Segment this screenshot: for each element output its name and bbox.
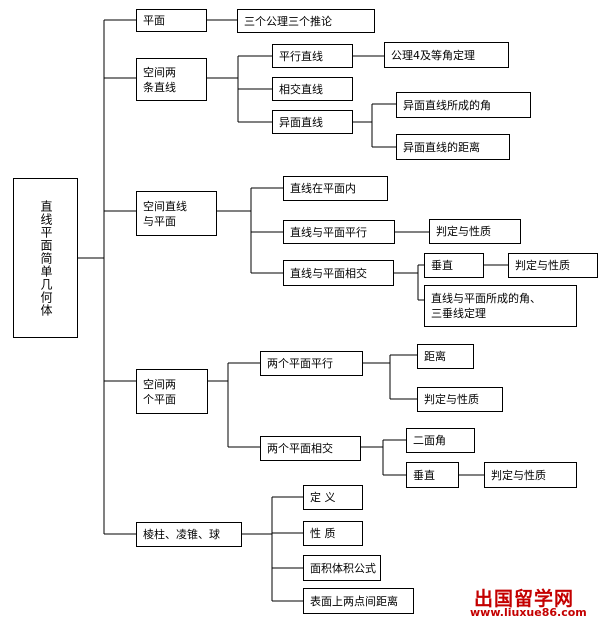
node-two-planes: 空间两 个平面 [136, 369, 208, 414]
node-lpp-criteria: 判定与性质 [429, 219, 521, 244]
node-dihedral-angle: 二面角 [406, 428, 475, 453]
watermark-name: 出国留学网 [473, 588, 574, 610]
root-node: 直线平面简单几何体 [13, 178, 78, 338]
node-surface-distance: 表面上两点间距离 [303, 588, 414, 614]
node-line-in-plane: 直线在平面内 [283, 176, 388, 201]
node-planes-parallel: 两个平面平行 [260, 351, 363, 376]
node-skew-distance: 异面直线的距离 [396, 134, 510, 160]
node-pp-criteria: 判定与性质 [417, 387, 503, 412]
node-planes-perpendicular: 垂直 [406, 462, 459, 488]
watermark-url: www.liuxue86.com [470, 606, 587, 619]
node-definition: 定 义 [303, 485, 363, 510]
node-skew-lines: 异面直线 [272, 110, 353, 134]
node-line-plane: 空间直线 与平面 [136, 191, 217, 236]
node-perp-criteria: 判定与性质 [508, 253, 598, 278]
node-intersecting-lines: 相交直线 [272, 77, 353, 101]
node-perpendicular: 垂直 [424, 253, 484, 278]
node-line-plane-angle: 直线与平面所成的角、 三垂线定理 [424, 285, 577, 327]
node-plane: 平面 [136, 9, 207, 32]
node-properties: 性 质 [303, 521, 363, 546]
node-planes-intersect: 两个平面相交 [260, 436, 361, 461]
node-skew-angle: 异面直线所成的角 [396, 92, 531, 118]
node-plane-axioms: 三个公理三个推论 [237, 9, 375, 33]
node-parallel-lines: 平行直线 [272, 44, 353, 68]
node-solids: 棱柱、凌锥、球 [136, 522, 242, 547]
node-planes-perp-criteria: 判定与性质 [484, 462, 577, 488]
node-distance: 距离 [417, 344, 474, 369]
node-line-plane-parallel: 直线与平面平行 [283, 220, 395, 244]
node-area-volume: 面积体积公式 [303, 555, 381, 581]
node-axiom4: 公理4及等角定理 [384, 42, 509, 68]
node-two-lines: 空间两 条直线 [136, 58, 207, 101]
node-line-plane-intersect: 直线与平面相交 [283, 260, 394, 286]
